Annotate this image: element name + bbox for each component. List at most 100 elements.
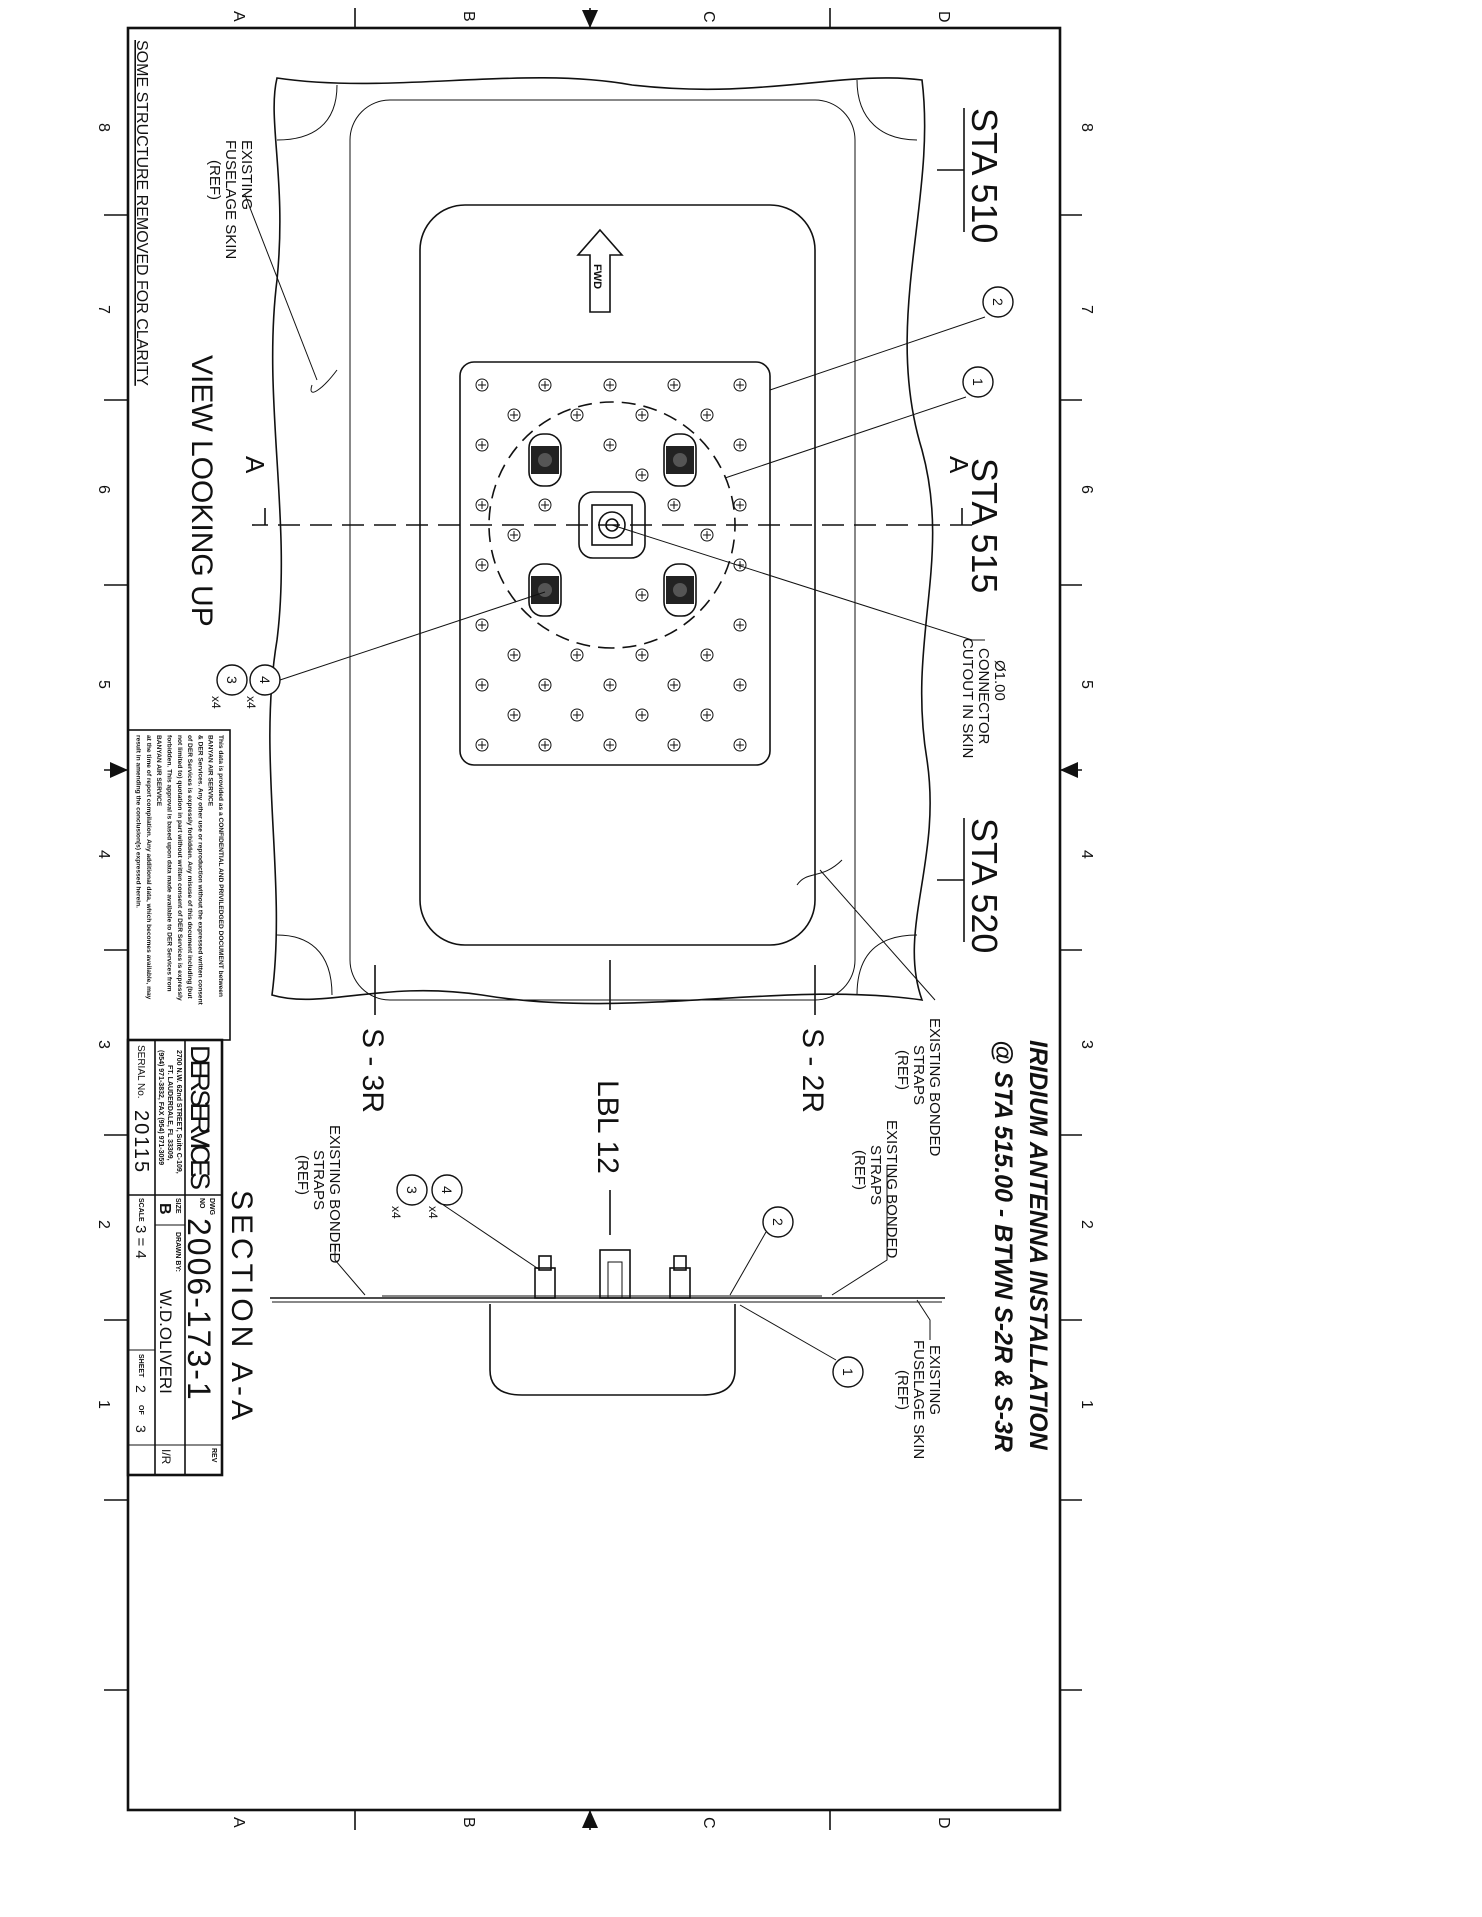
fastener (733, 438, 747, 452)
svg-text:DRAWN BY:: DRAWN BY: (174, 1232, 181, 1272)
svg-text:EXISTING BONDED: EXISTING BONDED (883, 1120, 900, 1259)
fastener (507, 408, 521, 422)
svg-text:STRAPS: STRAPS (310, 1150, 327, 1210)
zone-letter: B (460, 11, 477, 22)
zone-number: 5 (1078, 680, 1095, 689)
svg-text:SERIAL No.: SERIAL No. (135, 1045, 146, 1099)
doubler-outline (419, 204, 816, 946)
fastener (570, 708, 584, 722)
address-line-3: (954) 971-3832, FAX (954) 971-3059 (157, 1050, 164, 1165)
stringer-s2r: S - 2R (796, 1028, 829, 1113)
zone-letter: D (935, 11, 952, 23)
notice-line: & DER Services. Any other use or reprodu… (196, 735, 203, 1006)
fastener (538, 678, 552, 692)
note-bonded-straps-section-2: EXISTING BONDED STRAPS (REF) (294, 1125, 343, 1264)
zone-number: 5 (95, 680, 112, 689)
fastener (667, 678, 681, 692)
quantity-label: x4 (209, 696, 223, 709)
fastener (475, 618, 489, 632)
svg-text:(REF): (REF) (206, 160, 223, 200)
fuselage-skin-outline (269, 77, 934, 1005)
svg-text:(REF): (REF) (851, 1150, 868, 1190)
fastener (507, 708, 521, 722)
address-line-2: FT. LAUDERDALE, FL 33309, (166, 1065, 173, 1161)
zone-number: 7 (95, 305, 112, 314)
fastener (635, 468, 649, 482)
fastener (538, 498, 552, 512)
company-name: DER SERVICES (185, 1045, 215, 1190)
fastener (667, 378, 681, 392)
fastener (635, 648, 649, 662)
connector (528, 563, 562, 617)
zone-number: 3 (95, 1040, 112, 1049)
fastener (507, 648, 521, 662)
svg-text:REV: REV (210, 1448, 217, 1463)
antenna-plate (459, 361, 771, 766)
fastener (507, 528, 521, 542)
fastener (733, 738, 747, 752)
note-fuselage-skin: EXISTING FUSELAGE SKIN (REF) (206, 140, 255, 259)
fastener (603, 738, 617, 752)
sheet-number: 2 (133, 1385, 149, 1393)
center-arrow-icon (110, 762, 128, 778)
fastener (733, 498, 747, 512)
notice-line: of DER Services is expressly forbidden. … (186, 735, 193, 999)
note-bonded-straps-plan: EXISTING BONDED STRAPS (REF) (894, 1018, 943, 1157)
notice-line: BANYAN AIR SERVICE (155, 735, 162, 807)
note-fuselage-skin-section: EXISTING FUSELAGE SKIN (REF) (894, 1340, 943, 1459)
item-balloon: 1 (832, 1356, 864, 1388)
note-connector-cutout: Ø1.00 CONNECTOR CUTOUT IN SKIN (959, 638, 1008, 758)
notice-line: result in amending the conclusion(s) exp… (135, 735, 142, 908)
notice-line: forbidden. This approval is based upon d… (166, 735, 173, 992)
fastener (700, 648, 714, 662)
stringer-ring (349, 99, 856, 1001)
item-balloon: 3x4 (389, 1174, 428, 1219)
zone-number: 8 (95, 123, 112, 132)
center-arrow-icon (1060, 762, 1078, 778)
svg-text:OF: OF (137, 1405, 144, 1415)
sheet-total: 3 (133, 1425, 149, 1433)
svg-text:FUSELAGE SKIN: FUSELAGE SKIN (910, 1340, 927, 1459)
serial-number: 20115 (130, 1110, 152, 1174)
fastener (475, 678, 489, 692)
drawing-subtitle: @ STA 515.00 - BTWN S-2R & S-3R (989, 1040, 1017, 1452)
center-arrow-icon (582, 10, 598, 28)
fastener (538, 378, 552, 392)
fastener (700, 708, 714, 722)
fastener (538, 738, 552, 752)
zone-letter: B (460, 1817, 477, 1828)
svg-text:(REF): (REF) (894, 1050, 911, 1090)
revision: I/R (159, 1449, 173, 1465)
zone-number: 1 (95, 1400, 112, 1409)
svg-text:SCALE: SCALE (137, 1198, 144, 1222)
confidential-notice: This data is provided as a CONFIDENTIAL … (135, 735, 224, 1006)
section-a-a-view (270, 1249, 945, 1396)
fastener (635, 588, 649, 602)
fastener (475, 498, 489, 512)
svg-text:1: 1 (970, 378, 986, 386)
svg-text:(REF): (REF) (294, 1155, 311, 1195)
svg-text:4: 4 (257, 676, 273, 684)
svg-text:DWG: DWG (208, 1198, 215, 1216)
connector (528, 433, 562, 487)
svg-text:FUSELAGE SKIN: FUSELAGE SKIN (222, 140, 239, 259)
svg-text:EXISTING: EXISTING (238, 140, 255, 210)
fastener (635, 708, 649, 722)
fastener (700, 408, 714, 422)
zone-letter: A (230, 11, 247, 22)
zone-number: 1 (1078, 1400, 1095, 1409)
fastener (700, 528, 714, 542)
fastener (667, 498, 681, 512)
sheet-size: B (156, 1203, 173, 1215)
clarity-note: SOME STRUCTURE REMOVED FOR CLARITY (133, 40, 150, 386)
center-arrow-icon (582, 1810, 598, 1828)
svg-text:CONNECTOR: CONNECTOR (975, 648, 992, 745)
svg-text:STRAPS: STRAPS (867, 1145, 884, 1205)
svg-text:4: 4 (439, 1186, 455, 1194)
item-balloon: 4x4 (244, 664, 281, 709)
fastener (603, 438, 617, 452)
quantity-label: x4 (426, 1206, 440, 1219)
fastener (475, 438, 489, 452)
fastener (570, 648, 584, 662)
